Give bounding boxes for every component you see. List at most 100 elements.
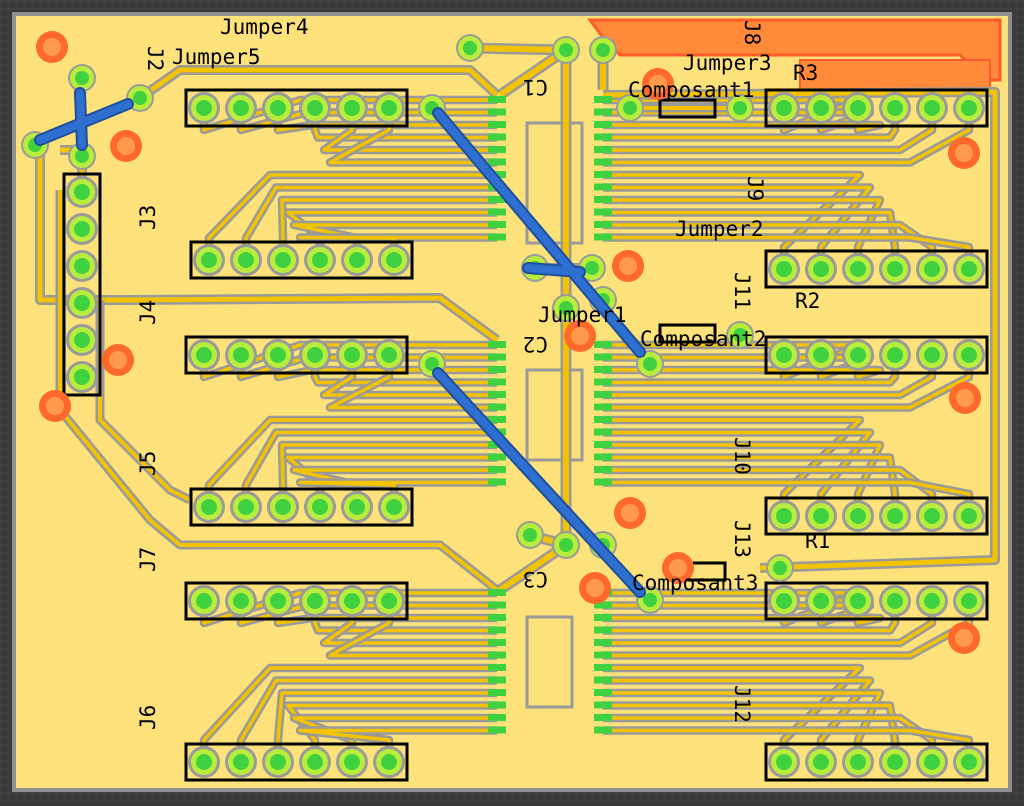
ic-pad[interactable] [594,714,612,721]
silkscreen-label-composant2[interactable]: Composant2 [640,327,766,351]
ic-pad[interactable] [488,391,506,398]
silkscreen-label-j11[interactable]: J11 [730,272,754,310]
ic-pad[interactable] [488,233,506,241]
silkscreen-label-j5[interactable]: J5 [136,451,160,476]
ic-pad[interactable] [594,208,612,216]
ic-pad[interactable] [488,121,506,128]
ic-pad[interactable] [594,391,612,398]
ic-pad[interactable] [488,639,506,646]
ic-pad[interactable] [488,466,506,473]
ic-pad[interactable] [488,453,506,461]
ic-pad[interactable] [594,403,612,411]
ic-pad[interactable] [488,403,506,411]
ic-pad[interactable] [594,701,612,709]
ic-pad[interactable] [488,614,506,621]
ic-pad[interactable] [488,133,506,141]
ic-pad[interactable] [488,664,506,671]
copper-trace[interactable] [58,190,499,592]
ic-pad[interactable] [488,208,506,216]
ic-pad[interactable] [594,221,612,228]
ic-pad[interactable] [488,651,506,659]
ic-pad[interactable] [594,614,612,621]
copper-trace[interactable] [469,45,567,53]
ic-pad[interactable] [594,428,612,436]
ic-pad[interactable] [594,121,612,128]
ic-pad[interactable] [488,108,506,116]
silkscreen-label-c1[interactable]: C1 [523,75,548,99]
ic-pad[interactable] [488,601,506,609]
ic-pad[interactable] [594,478,612,486]
ic-pad[interactable] [594,601,612,609]
silkscreen-label-j9[interactable]: J9 [743,176,767,201]
ic-pad[interactable] [488,196,506,203]
ic-pad[interactable] [488,416,506,423]
silkscreen-label-r1[interactable]: R1 [805,529,830,553]
silkscreen-label-j6[interactable]: J6 [136,705,160,730]
ic-pad[interactable] [594,133,612,141]
ic-pad[interactable] [594,664,612,671]
ic-pad[interactable] [488,589,506,596]
silkscreen-label-j10[interactable]: J10 [730,437,754,475]
ic-pad[interactable] [488,146,506,153]
silkscreen-label-j2[interactable]: J2 [143,46,167,71]
ic-pad[interactable] [488,726,506,734]
silkscreen-label-composant3[interactable]: Composant3 [632,571,758,595]
copper-trace[interactable] [37,145,499,343]
ic-pad[interactable] [488,221,506,228]
ic-pad[interactable] [594,366,612,373]
ic-pad[interactable] [488,689,506,696]
silkscreen-label-r2[interactable]: R2 [795,289,820,313]
silkscreen-label-j7[interactable]: J7 [136,547,160,572]
ic-pad[interactable] [594,441,612,448]
silkscreen-label-j4[interactable]: J4 [136,300,160,325]
ic-pad[interactable] [594,639,612,646]
ic-pad[interactable] [594,341,612,348]
ic-pad[interactable] [488,341,506,348]
copper-trace[interactable] [602,89,998,571]
silkscreen-label-jumper2[interactable]: Jumper2 [675,217,764,241]
ic-pad[interactable] [488,96,506,103]
ic-pad[interactable] [594,146,612,153]
ic-pad[interactable] [594,651,612,659]
ic-pad[interactable] [488,478,506,486]
ic-pad[interactable] [488,366,506,373]
ic-pad[interactable] [594,466,612,473]
silkscreen-label-r3[interactable]: R3 [793,61,818,85]
silkscreen-label-jumper4[interactable]: Jumper4 [220,15,309,39]
ic-pad[interactable] [488,714,506,721]
ic-pad[interactable] [594,453,612,461]
ic-pad[interactable] [488,701,506,709]
ic-pad[interactable] [594,378,612,386]
silkscreen-label-composant1[interactable]: Composant1 [628,78,754,102]
ic-pad[interactable] [594,158,612,166]
silkscreen-label-c3[interactable]: C3 [523,567,548,591]
ic-pad[interactable] [488,378,506,386]
silkscreen-label-j8[interactable]: J8 [740,20,764,45]
silkscreen-label-j13[interactable]: J13 [730,520,754,558]
silkscreen-label-jumper5[interactable]: Jumper5 [172,45,261,69]
ic-pad[interactable] [594,183,612,191]
ic-pad[interactable] [594,689,612,696]
ic-pad[interactable] [488,158,506,166]
silkscreen-label-j3[interactable]: J3 [136,205,160,230]
ic-pad[interactable] [594,353,612,361]
ic-pad[interactable] [594,626,612,634]
copper-trace[interactable] [138,67,499,101]
ic-pad[interactable] [594,233,612,241]
ic-pad[interactable] [594,171,612,178]
ic-pad[interactable] [594,726,612,734]
silkscreen-label-c2[interactable]: C2 [523,332,548,356]
ic-pad[interactable] [594,416,612,423]
silkscreen-label-j12[interactable]: J12 [730,685,754,723]
ic-pad[interactable] [594,108,612,116]
silkscreen-label-jumper3[interactable]: Jumper3 [683,51,772,75]
ic-pad[interactable] [594,96,612,103]
ic-pad[interactable] [488,626,506,634]
ic-pad[interactable] [594,676,612,684]
silkscreen-label-jumper1[interactable]: Jumper1 [538,303,627,327]
ic-pad[interactable] [488,676,506,684]
ic-pad[interactable] [594,196,612,203]
ic-pad[interactable] [488,353,506,361]
